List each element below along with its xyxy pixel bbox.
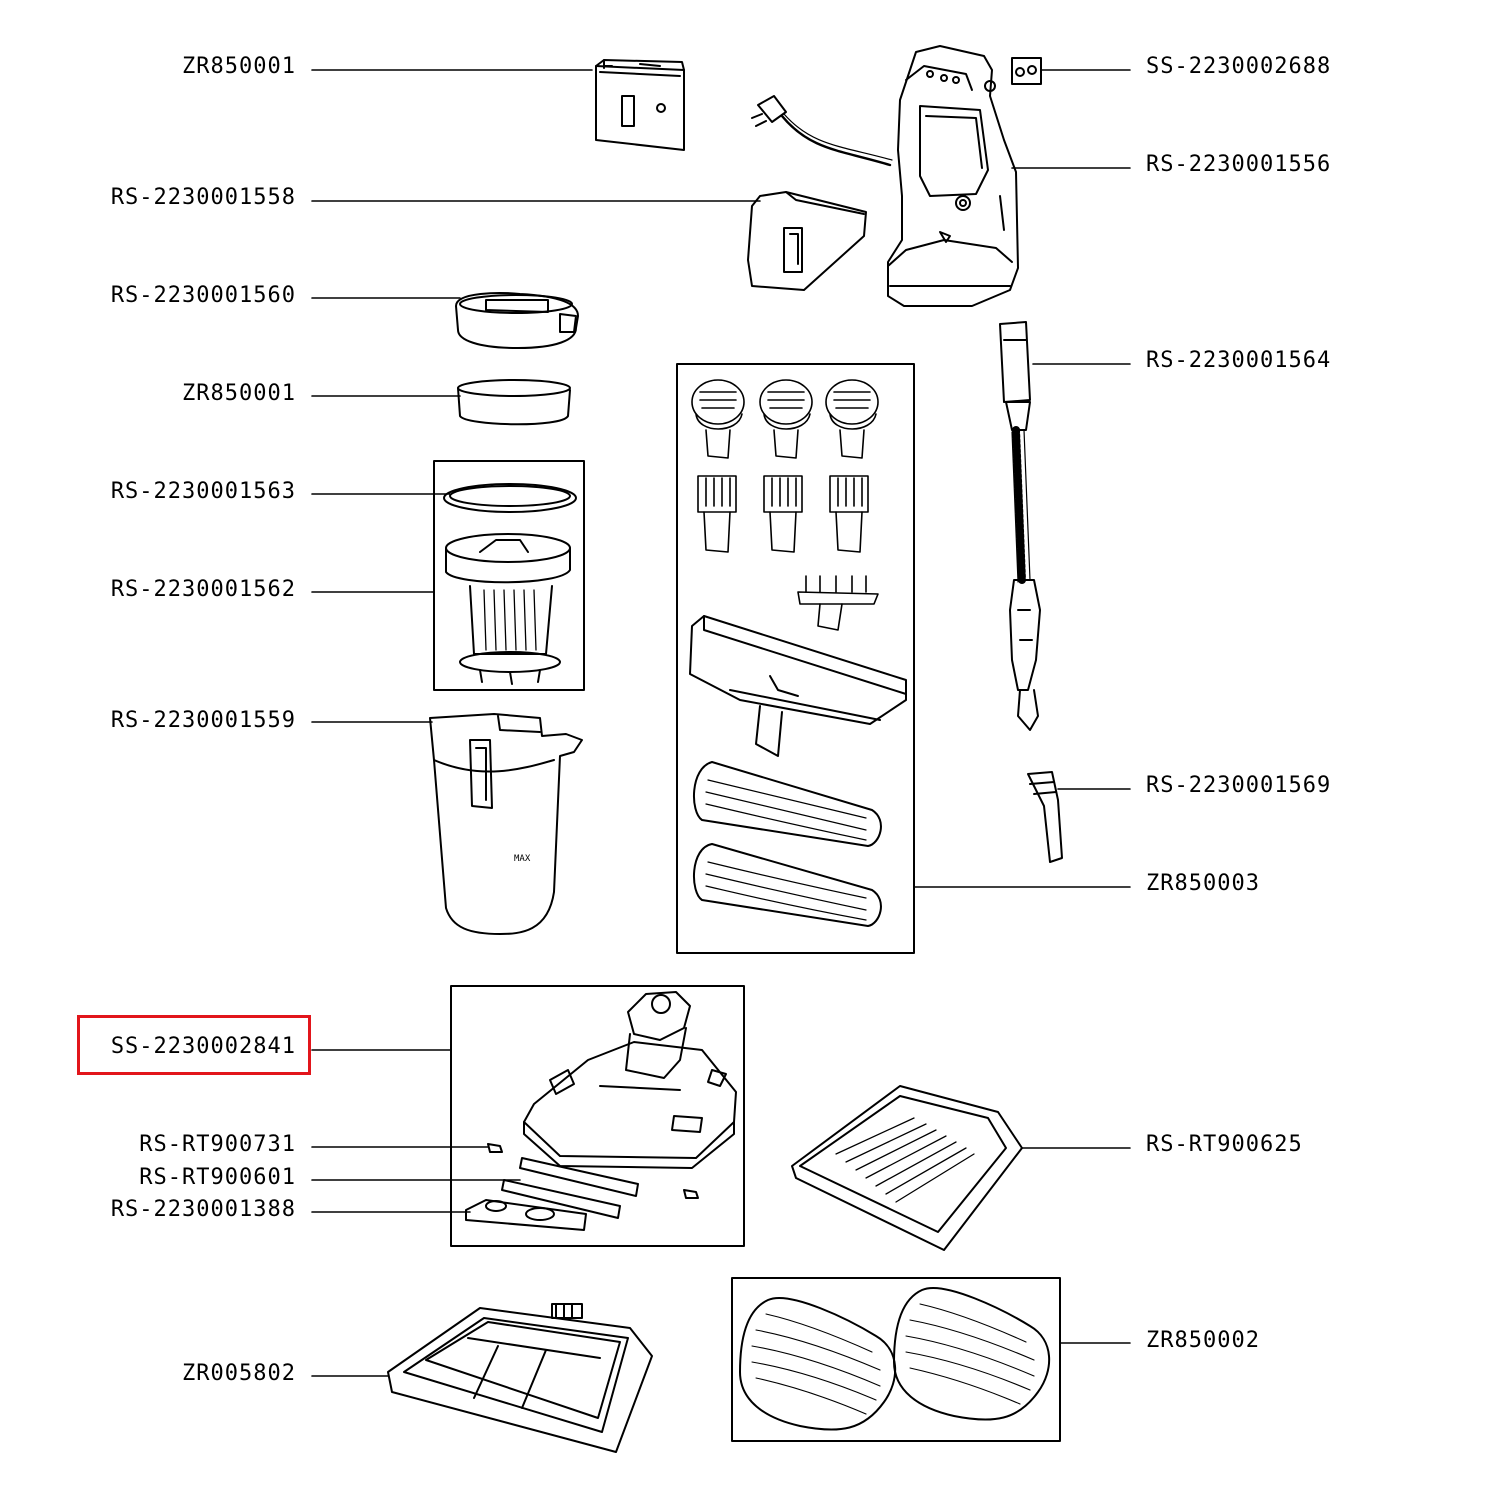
label-rs-2230001562[interactable]: RS-2230001562 [110,577,296,602]
concentrator-nozzle [1027,771,1063,863]
mop-pads-box [731,1277,1061,1442]
label-zr850002[interactable]: ZR850002 [1146,1328,1260,1353]
side-cover [747,191,867,291]
label-rs-2230001559[interactable]: RS-2230001559 [110,708,296,733]
label-rs-2230001560[interactable]: RS-2230001560 [110,283,296,308]
label-rs-2230001564[interactable]: RS-2230001564 [1146,348,1332,373]
mop-pads [739,1287,1051,1431]
accessory-kit-box [676,363,915,954]
parking-tray [791,1085,1023,1251]
label-rs-rt900731[interactable]: RS-RT900731 [139,1132,296,1157]
main-steam-unit [751,45,1019,307]
dust-container [429,713,583,935]
cyclone-filter [445,533,571,685]
label-rs-rt900625[interactable]: RS-RT900625 [1146,1132,1303,1157]
filter-assembly-box [433,460,585,691]
label-zr850001-filter[interactable]: ZR850001 [182,381,296,406]
label-ss-2230002688[interactable]: SS-2230002688 [1146,54,1332,79]
gasket-ring [443,483,577,513]
label-rs-rt900601[interactable]: RS-RT900601 [139,1165,296,1190]
label-rs-2230001569[interactable]: RS-2230001569 [1146,773,1332,798]
label-ss-2230002841[interactable]: SS-2230002841 [110,1034,296,1059]
label-rs-2230001556[interactable]: RS-2230001556 [1146,152,1332,177]
steam-hose [999,321,1041,731]
filter-cartridge-top [595,59,685,151]
floor-head-box [450,985,745,1247]
label-rs-2230001563[interactable]: RS-2230001563 [110,479,296,504]
accessory-brushes [689,379,907,927]
highlight-box [77,1015,311,1075]
leader-lines [311,69,1131,1377]
filter-cap [455,292,579,349]
round-filter [457,379,571,426]
screw-set-part [1011,57,1042,85]
label-zr005802[interactable]: ZR005802 [182,1361,296,1386]
label-rs-2230001388[interactable]: RS-2230001388 [110,1197,296,1222]
max-mark: MAX [514,854,531,864]
label-zr850003[interactable]: ZR850003 [1146,871,1260,896]
label-zr850001-top[interactable]: ZR850001 [182,54,296,79]
carpet-glider [387,1303,653,1453]
floor-head [465,991,737,1231]
label-rs-2230001558[interactable]: RS-2230001558 [110,185,296,210]
